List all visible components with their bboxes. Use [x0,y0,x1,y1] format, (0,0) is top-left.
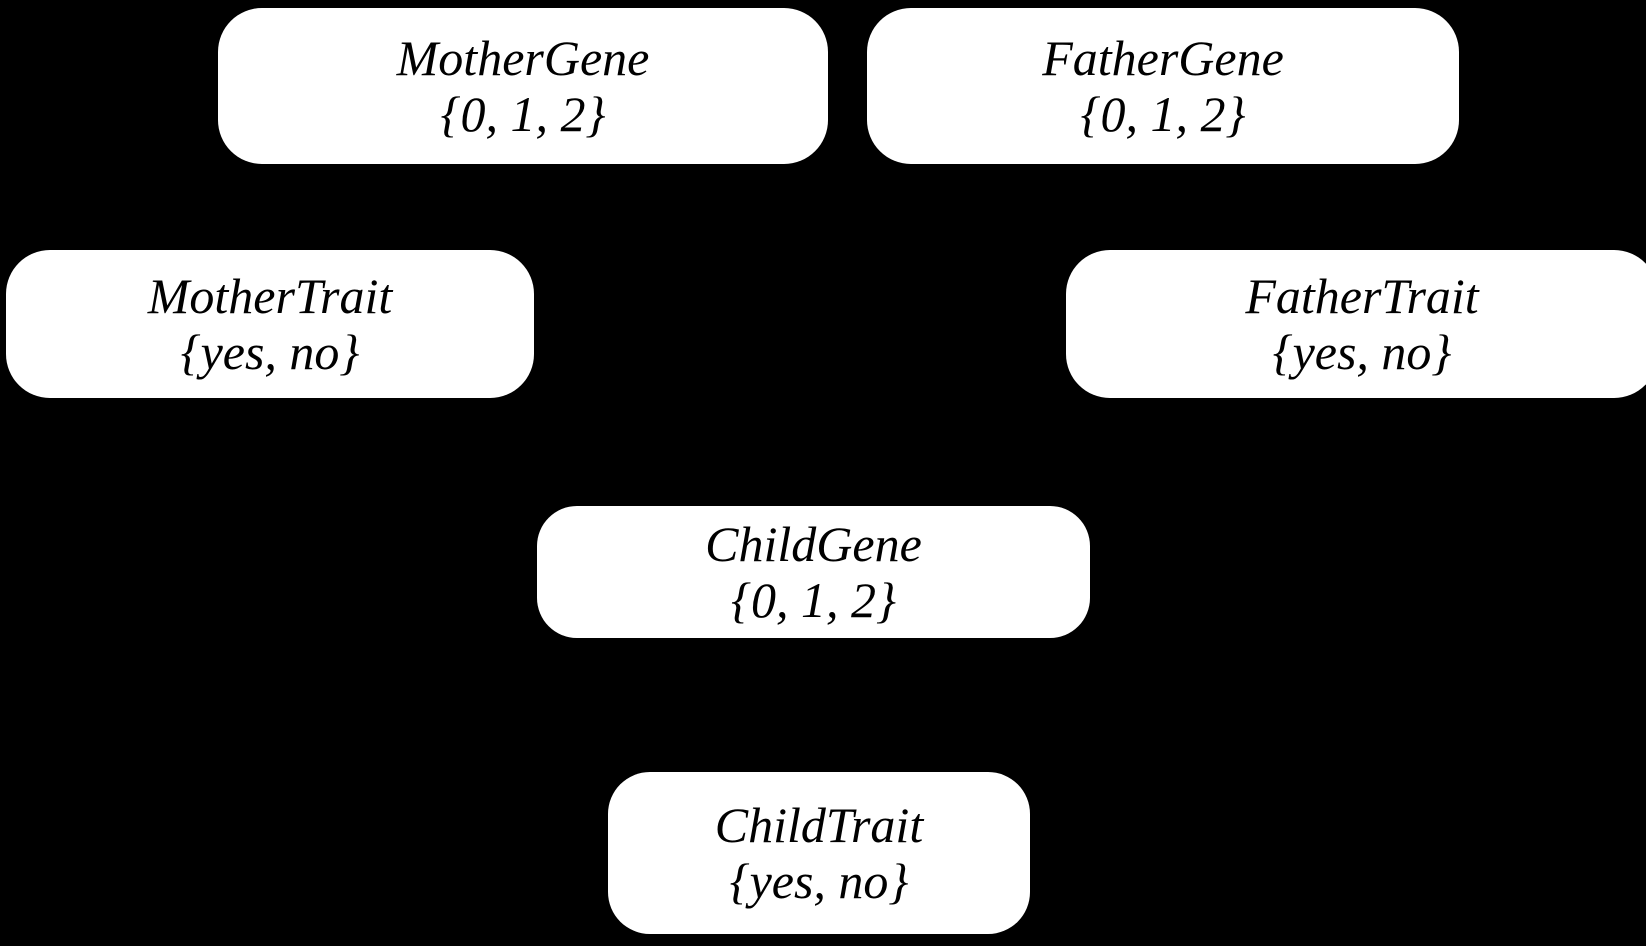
node-child-gene-domain: {0, 1, 2} [731,572,896,628]
node-father-gene-label: FatherGene [1042,30,1284,86]
node-mother-trait-label: MotherTrait [147,268,393,324]
node-child-gene-label: ChildGene [705,516,922,572]
node-mother-trait-domain: {yes, no} [180,324,360,380]
node-child-trait-label: ChildTrait [714,797,924,853]
node-mother-trait[interactable]: MotherTrait {yes, no} [6,250,534,398]
node-child-gene[interactable]: ChildGene {0, 1, 2} [537,506,1090,638]
node-father-gene[interactable]: FatherGene {0, 1, 2} [867,8,1459,164]
node-father-trait-label: FatherTrait [1245,268,1479,324]
node-child-trait[interactable]: ChildTrait {yes, no} [608,772,1030,934]
node-mother-gene-label: MotherGene [396,30,650,86]
node-mother-gene[interactable]: MotherGene {0, 1, 2} [218,8,828,164]
node-father-trait[interactable]: FatherTrait {yes, no} [1066,250,1646,398]
node-child-trait-domain: {yes, no} [729,853,909,909]
node-father-trait-domain: {yes, no} [1272,324,1452,380]
node-father-gene-domain: {0, 1, 2} [1080,86,1246,142]
node-mother-gene-domain: {0, 1, 2} [440,86,606,142]
